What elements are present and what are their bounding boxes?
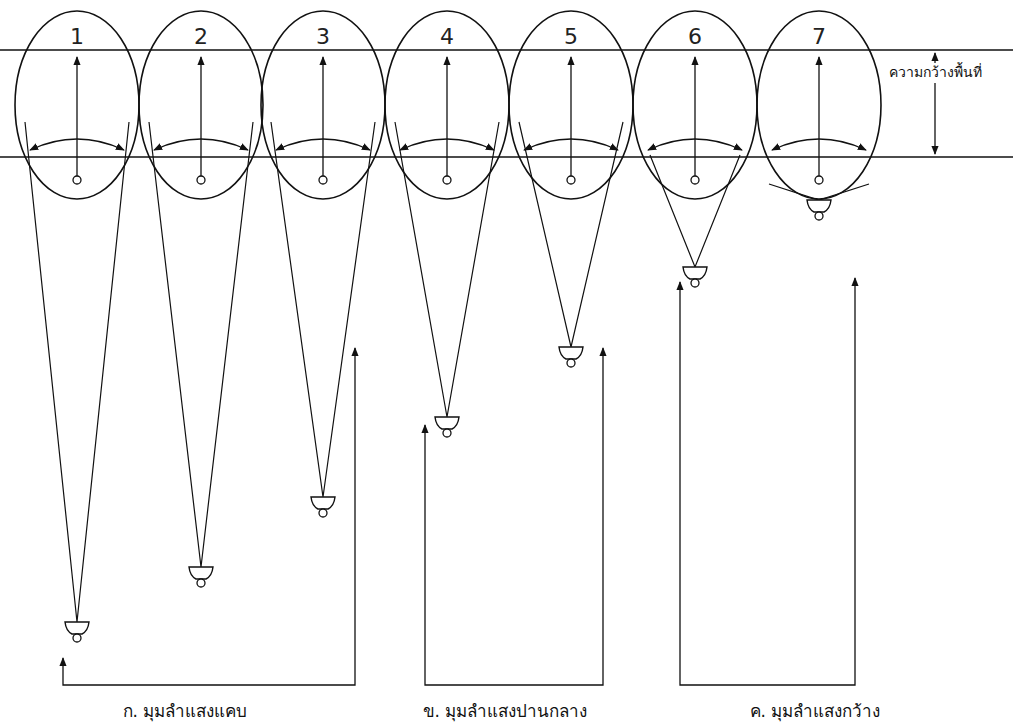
group-label: ค. มุมลำแสงกว้าง	[750, 701, 881, 722]
area-ellipse: 6	[632, 10, 758, 200]
beam-lines	[395, 122, 499, 417]
callout-number: 3	[260, 26, 386, 48]
lamp-symbol	[65, 622, 89, 642]
group-label: ก. มุมลำแสงแคบ	[123, 701, 248, 722]
direction-arrows	[30, 57, 124, 184]
beam-lines	[650, 155, 740, 267]
area-ellipse: 4	[384, 10, 510, 200]
lamp-symbol	[311, 497, 335, 517]
callout-number: 5	[508, 26, 634, 48]
lamp-symbol	[807, 200, 831, 220]
area-line	[0, 156, 1013, 157]
direction-arrows	[154, 57, 248, 184]
area-ellipse: 5	[508, 10, 634, 200]
callout-number: 2	[138, 26, 264, 48]
ellipse-shape	[509, 11, 633, 199]
dimension-label: ความกว้างพื้นที่	[886, 63, 985, 83]
area-ellipse: 7	[756, 10, 882, 200]
direction-arrows	[276, 57, 370, 184]
beam-lines	[25, 122, 129, 622]
ellipse-shape	[633, 11, 757, 199]
callout-number: 6	[632, 26, 758, 48]
group-bracket	[425, 348, 603, 685]
beam-lines	[769, 184, 869, 200]
area-ellipse: 2	[138, 10, 264, 200]
beam-lines	[149, 122, 253, 567]
ellipse-shape	[757, 11, 881, 199]
direction-arrows	[524, 57, 618, 184]
lamp-symbol	[559, 347, 583, 367]
lamp-symbol	[683, 267, 707, 287]
ellipse-shape	[15, 11, 139, 199]
ellipse-shape	[139, 11, 263, 199]
area-ellipse: 3	[260, 10, 386, 200]
area-line	[0, 49, 1013, 50]
beam-lines	[519, 122, 623, 347]
ellipse-shape	[261, 11, 385, 199]
group-bracket	[63, 348, 355, 685]
group-bracket	[680, 278, 855, 685]
direction-arrows	[400, 57, 494, 184]
ellipse-shape	[385, 11, 509, 199]
group-label: ข. มุมลำแสงปานกลาง	[423, 701, 588, 722]
callout-number: 1	[14, 26, 140, 48]
beam-lines	[271, 122, 375, 497]
direction-arrows	[648, 57, 742, 184]
light-beams	[25, 122, 869, 622]
lamp-symbol	[435, 417, 459, 437]
lamp-symbol	[189, 567, 213, 587]
area-ellipse: 1	[14, 10, 140, 200]
callout-number: 7	[756, 26, 882, 48]
direction-arrows	[772, 57, 866, 184]
callout-number: 4	[384, 26, 510, 48]
